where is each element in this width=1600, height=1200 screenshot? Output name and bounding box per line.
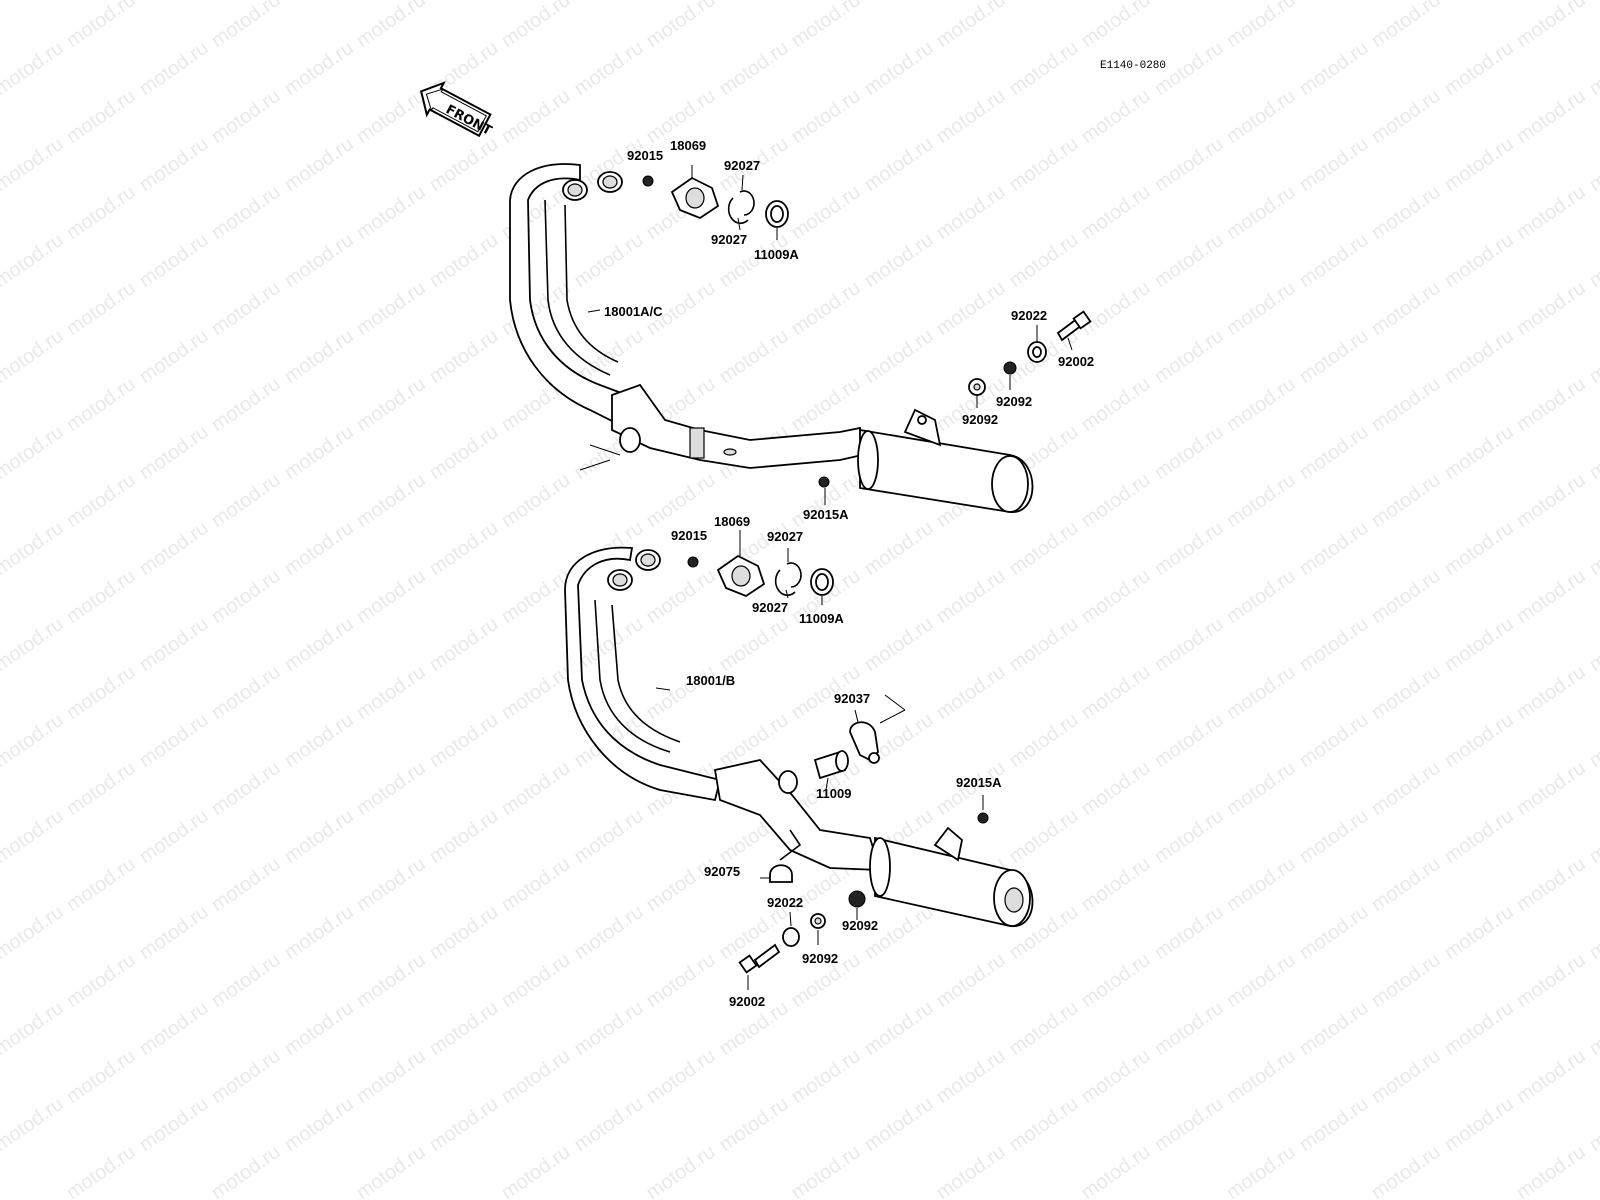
upper-gasket-plate [670,176,720,220]
label-lower-gasket-plate: 18069 [714,514,750,529]
lower-nut-b-icon [977,812,989,824]
upper-washer-icon [1027,341,1047,363]
label-lower-collar-b: 92092 [802,951,838,966]
upper-split-ring-icon [727,190,755,224]
label-upper-nut-a: 92015 [627,148,663,163]
lower-gasket-ring-icon [810,568,834,596]
label-upper-nut-b: 92015A [803,507,849,522]
upper-nut-b-icon [818,476,830,488]
label-lower-nut-a: 92015 [671,528,707,543]
lower-gasket-plate [716,554,766,598]
label-upper-collar-a: 92092 [996,394,1032,409]
label-upper-gasket-ring: 11009A [754,247,799,262]
lower-split-ring-icon [774,562,802,596]
label-lower-collar-a: 92092 [842,918,878,933]
label-upper-collar-b: 92092 [962,412,998,427]
upper-collar-a-icon [1003,361,1017,375]
diagram-code: E1140-0280 [1100,60,1166,72]
upper-collar-b-icon [968,378,986,396]
lower-clamp-icon [849,721,880,764]
label-lower-clamp: 92037 [834,691,870,706]
lower-damper-icon [769,864,793,883]
label-lower-gasket-ring: 11009A [799,611,844,626]
upper-exhaust-assembly: 92015 18069 92027 92027 11009A 18001A/C … [509,138,1094,522]
lower-exhaust-assembly: 92015 18069 92027 92027 11009A 18001/B 9… [564,514,1034,1009]
label-lower-nut-b: 92015A [956,775,1002,790]
lower-washer-icon [782,927,800,947]
upper-muffler [857,408,1034,513]
lower-gasket-icon [813,750,849,780]
label-lower-washer: 92022 [767,895,803,910]
lower-collar-b-icon [810,913,826,929]
upper-gasket-ring-icon [765,200,789,228]
lower-muffler [869,826,1034,927]
label-lower-pipe: 18001/B [686,673,735,688]
label-upper-bolt: 92002 [1058,354,1094,369]
label-lower-damper: 92075 [704,864,740,879]
label-upper-pipe: 18001A/C [604,304,663,319]
lower-nut-icon [687,556,699,568]
upper-bolt-icon [1056,310,1092,342]
label-lower-bolt: 92002 [729,994,765,1009]
label-lower-gasket: 11009 [816,786,851,801]
label-lower-ring-top: 92027 [767,529,803,544]
label-upper-ring-top: 92027 [724,158,760,173]
lower-header-pipe [564,546,906,871]
lower-bolt-icon [738,943,781,974]
lower-collar-a-icon [848,890,866,908]
label-upper-gasket-plate: 18069 [670,138,706,153]
label-upper-washer: 92022 [1011,308,1047,323]
upper-nut-icon [642,175,654,187]
label-lower-ring-bottom: 92027 [752,600,788,615]
label-upper-ring-bottom: 92027 [711,232,747,247]
front-arrow-icon [419,81,492,138]
